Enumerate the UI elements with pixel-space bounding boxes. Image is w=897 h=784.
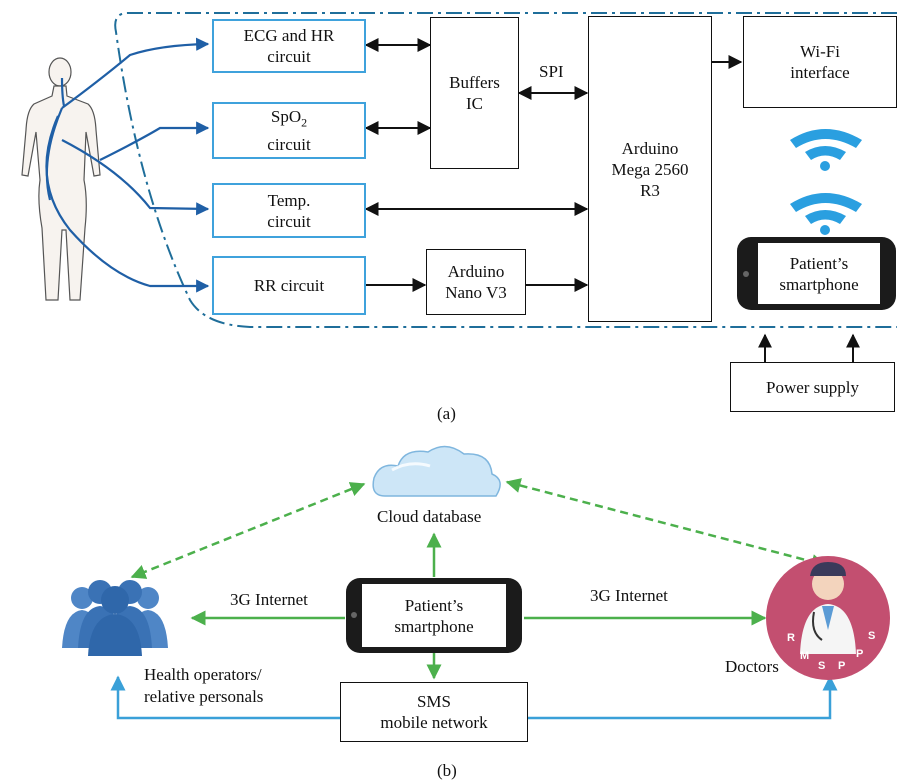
cloud-database-label: Cloud database (377, 507, 482, 526)
temp-circuit-box: Temp.circuit (212, 183, 366, 238)
people-group-icon (62, 580, 168, 656)
rr-circuit-box: RR circuit (212, 256, 366, 315)
smartphone-icon (346, 578, 522, 653)
cloud-icon (372, 445, 501, 497)
wifi-icon (790, 129, 862, 171)
left-3g-internet-label: 3G Internet (230, 590, 308, 609)
badge-letter: P (856, 648, 864, 660)
smartphone-icon (737, 237, 896, 310)
caption-a: (a) (437, 404, 456, 423)
wifi-icon (790, 193, 862, 235)
badge-letter: M (800, 650, 810, 662)
right-3g-internet-label: 3G Internet (590, 586, 668, 605)
doctor-badge-icon (766, 556, 890, 680)
boundary-dashdot (114, 12, 897, 328)
badge-letter: S (868, 630, 876, 642)
doctors-label: Doctors (725, 657, 779, 676)
caption-b: (b) (437, 761, 457, 780)
badge-letter: R (787, 632, 795, 644)
spi-label: SPI (539, 62, 564, 81)
power-supply-box: Power supply (730, 362, 895, 412)
human-body-figure (21, 57, 101, 301)
health-operators-label: Health operators/relative personals (144, 665, 264, 706)
badge-letter: P (838, 660, 846, 672)
badge-letter: S (818, 660, 826, 672)
